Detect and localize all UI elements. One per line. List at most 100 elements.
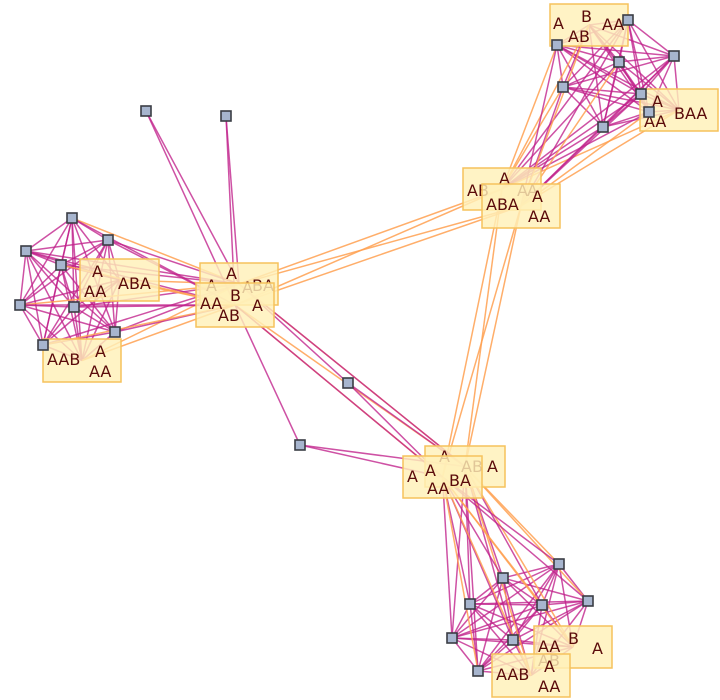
intra-cluster-edge [451,604,543,639]
cluster-hub-edge [464,465,589,602]
cluster-hub-edge [501,19,629,190]
label-text: AAB [496,665,529,684]
hub-hub-edge [234,205,522,306]
graph-node[interactable] [37,339,49,351]
hub-hub-edge [238,205,522,285]
label-text: ABA [118,274,151,293]
intra-cluster-edge [562,86,650,113]
label-text: AA [602,15,624,34]
label-text: A [95,342,106,361]
cluster-hub-edge [464,466,574,648]
intra-cluster-edge [602,61,620,128]
intra-cluster-edge [25,250,116,333]
intra-cluster-edge [73,306,116,333]
graph-node[interactable] [140,105,152,117]
graph-node[interactable] [497,572,509,584]
peripheral-edge [145,110,240,285]
cluster-hub-edge [441,476,479,672]
label-box [42,338,122,383]
label-boxes-layer: AAAABAAABAAAABABAAAAABAAAABABAAABAAAAAAB… [42,3,719,698]
graph-node[interactable] [622,14,634,26]
intra-cluster-edge [19,304,44,346]
cluster-hub-edge [441,476,453,639]
intra-cluster-edge [19,264,62,306]
label-box [491,653,571,698]
intra-cluster-edge [451,600,589,639]
graph-node[interactable] [582,595,594,607]
graph-node[interactable] [294,439,306,451]
graph-node[interactable] [464,598,476,610]
intra-cluster-edge [502,577,543,606]
graph-node[interactable] [446,632,458,644]
hub-hub-edge [234,188,503,306]
label-text: BA [449,471,471,490]
intra-cluster-edge [19,250,27,306]
peripheral-edge [225,115,240,285]
label-box [79,258,160,302]
intra-cluster-edge [541,600,589,606]
label-text: B [568,629,579,648]
label-text: AA [89,362,111,381]
graph-node[interactable] [20,245,32,257]
graph-node[interactable] [553,558,565,570]
label-text: B [230,286,241,305]
intra-cluster-edge [469,563,560,605]
graph-node[interactable] [507,634,519,646]
bottom-label-2: AAB AAA [491,653,571,698]
label-text: AA [427,479,449,498]
graph-node[interactable] [557,81,569,93]
label-text: B [581,7,592,26]
label-text: AA [538,677,560,696]
graph-node[interactable] [597,121,609,133]
intra-cluster-edge [451,577,504,639]
label-box [402,455,483,499]
label-box [549,3,629,47]
cluster-hub-edge [501,24,590,190]
intra-cluster-edge [502,563,560,579]
label-text: A [92,262,103,281]
graph-node[interactable] [643,106,655,118]
label-text: AB [218,306,240,325]
label-text: AAB [47,350,80,369]
graph-node[interactable] [14,299,26,311]
cluster-hub-edge [464,466,479,672]
intra-cluster-edge [562,86,604,128]
intra-cluster-edge [19,217,73,306]
graph-node[interactable] [536,599,548,611]
nodes-layer [14,14,680,677]
peripheral-edge [234,304,301,446]
graph-node[interactable] [613,56,625,68]
intra-cluster-edge [469,603,514,641]
graph-node[interactable] [551,39,563,51]
label-text: A [592,639,603,658]
hub-hub-edge [441,188,503,478]
label-text: A [553,14,564,33]
graph-node[interactable] [68,301,80,313]
intra-cluster-edge [42,239,109,346]
intra-cluster-edge [627,19,675,57]
label-text: A [544,657,555,676]
label-text: A [532,187,543,206]
graph-node[interactable] [102,234,114,246]
graph-node[interactable] [66,212,78,224]
label-text: A [425,461,436,480]
graph-node[interactable] [635,88,647,100]
label-text: AB [568,27,590,46]
graph-node[interactable] [668,50,680,62]
graph-node[interactable] [109,326,121,338]
graph-node[interactable] [220,110,232,122]
graph-node[interactable] [55,259,67,271]
label-box [195,282,275,328]
label-text: A [407,467,418,486]
left-label-2: AAB AAA [42,338,122,383]
intra-cluster-edge [562,86,642,95]
label-text: A [252,296,263,315]
label-text: ABA [486,195,519,214]
intra-cluster-edge [502,577,589,602]
graph-node[interactable] [472,665,484,677]
graph-node[interactable] [342,377,354,389]
intra-cluster-edge [512,600,589,641]
